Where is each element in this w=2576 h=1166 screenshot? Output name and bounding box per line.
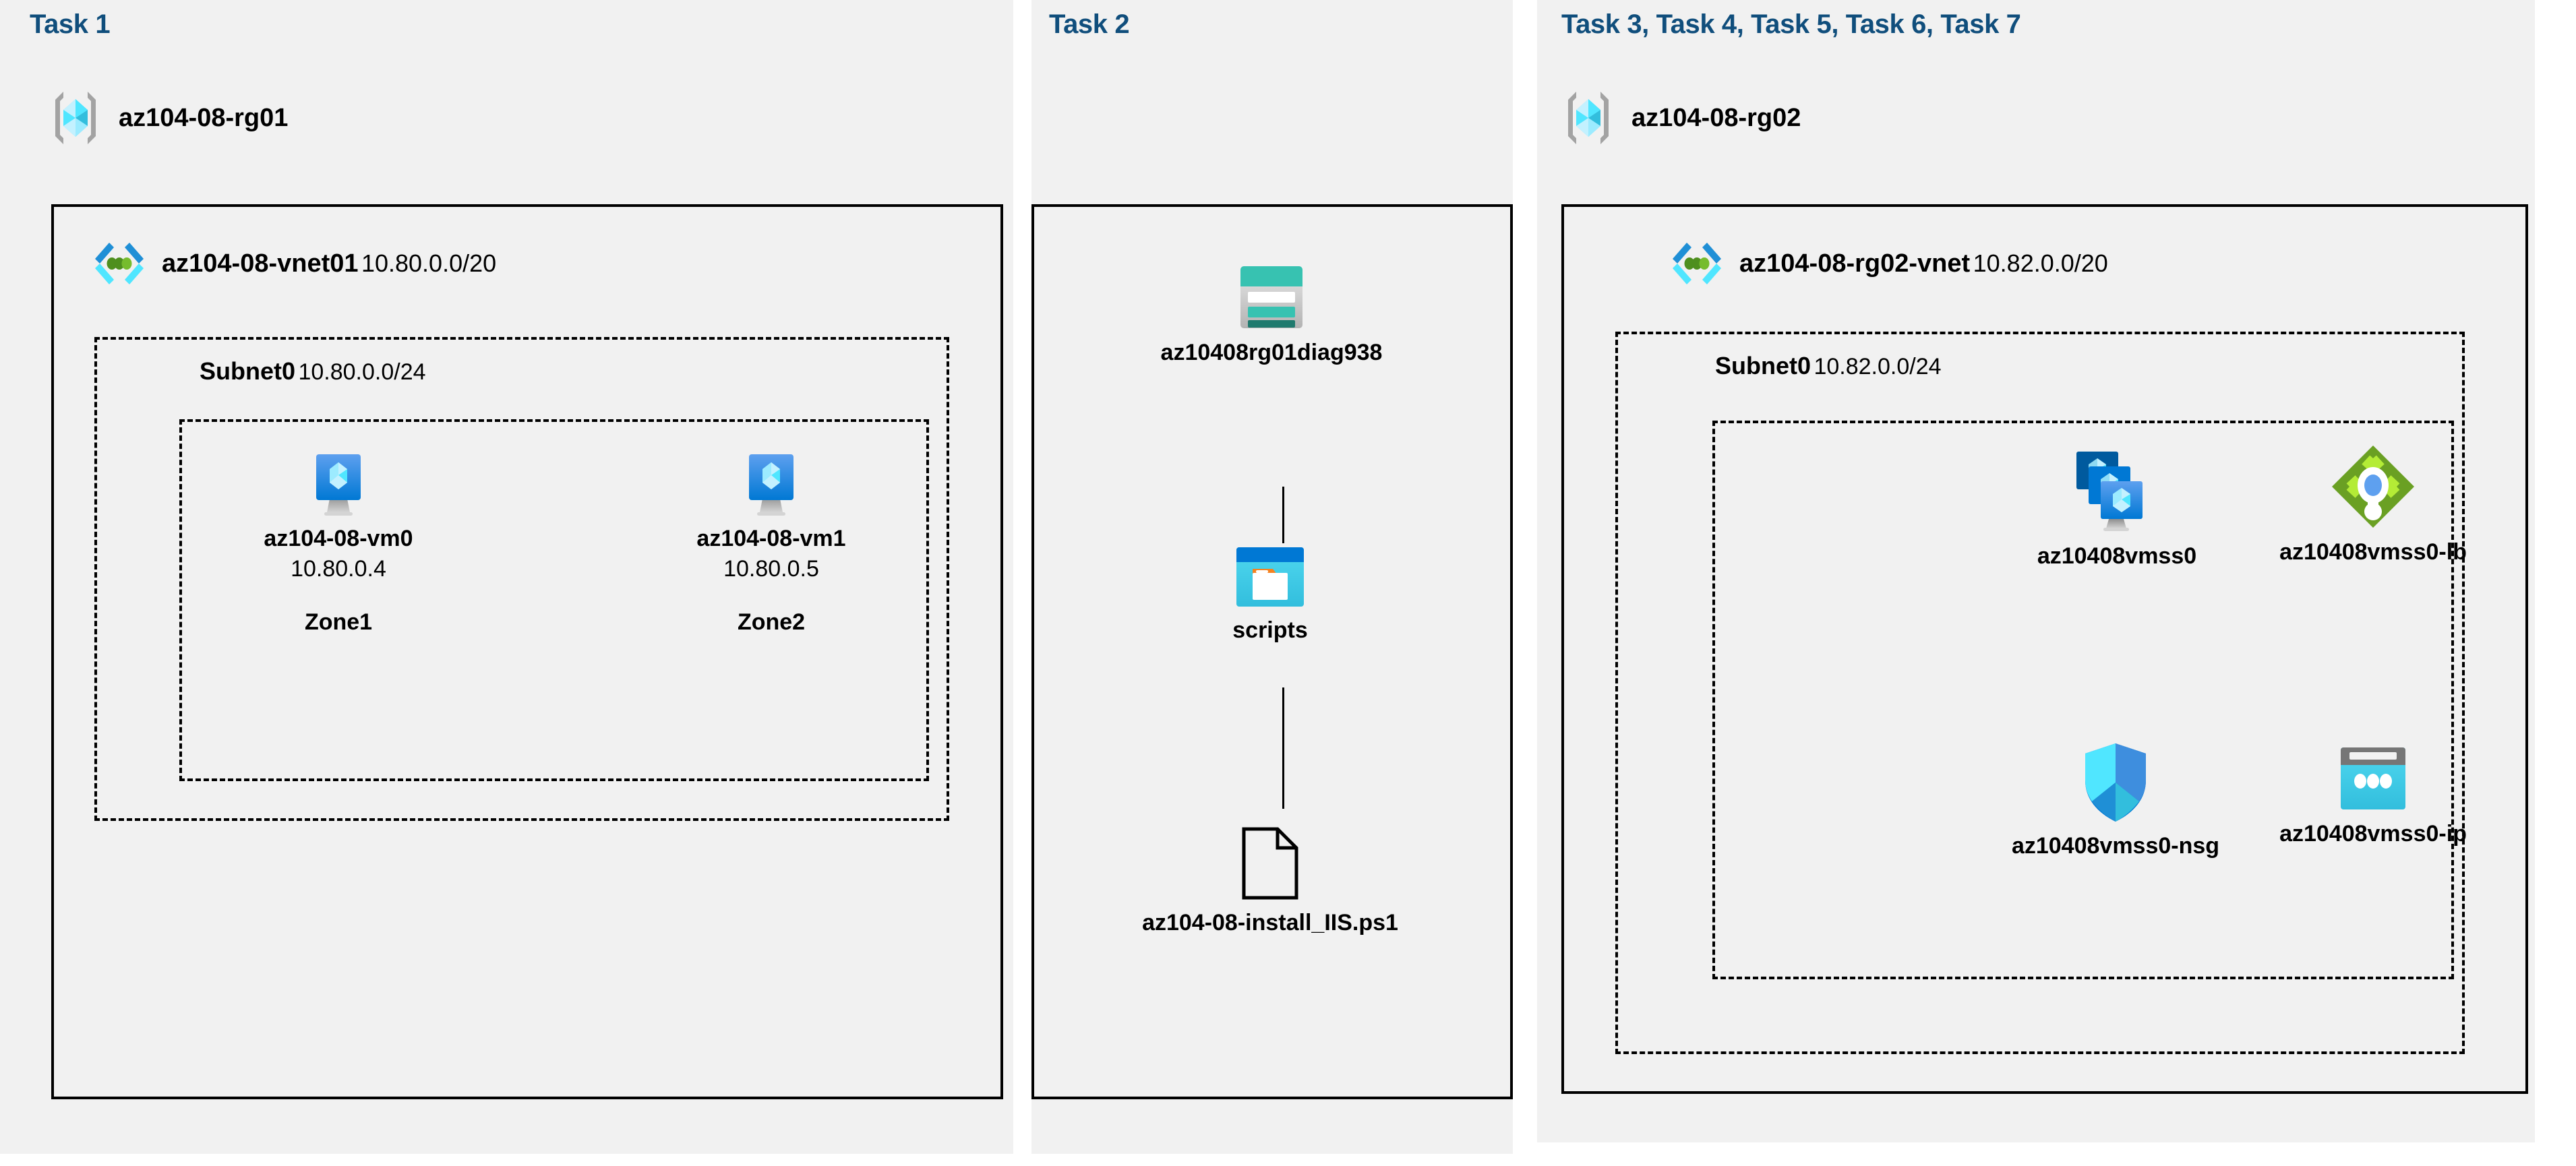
- public-ip-address-icon: [2338, 745, 2408, 811]
- virtual-machine-icon: [740, 453, 802, 516]
- vm-scale-set-node[interactable]: az10408vmss0: [1989, 449, 2245, 570]
- blob-container-node[interactable]: scripts: [1156, 546, 1385, 644]
- connector-storage-to-container: [1282, 487, 1284, 543]
- rg02-subnet0-name: Subnet0: [1715, 352, 1811, 379]
- virtual-machine-icon: [307, 453, 369, 516]
- blob-container-icon: [1235, 546, 1305, 608]
- rg02-subnet0-header: Subnet0 10.82.0.0/24: [1715, 352, 1942, 380]
- vm-ip: 10.80.0.4: [291, 556, 386, 582]
- virtual-network-icon: [1669, 241, 1725, 286]
- rg02-vnet-header: az104-08-rg02-vnet 10.82.0.0/20: [1669, 241, 2108, 286]
- resource-group-label: az104-08-rg02: [1631, 103, 1801, 132]
- task2-header: Task 2: [1049, 9, 1130, 39]
- vnet01-name: az104-08-vnet01: [162, 249, 359, 278]
- vm-node-az104-08-vm0[interactable]: az104-08-vm0 10.80.0.4 Zone1: [258, 453, 419, 636]
- rg02-subnet0-cidr: 10.82.0.0/24: [1814, 354, 1942, 379]
- rg02-vnet-name: az104-08-rg02-vnet: [1739, 249, 1971, 278]
- availability-zones-boundary: [179, 419, 929, 781]
- storage-account-icon: [1238, 264, 1305, 330]
- task1-header: Task 1: [30, 9, 111, 39]
- vm-name: az104-08-vm0: [264, 526, 413, 551]
- script-file-label: az104-08-install_IIS.ps1: [1142, 910, 1398, 935]
- vm-zone: Zone1: [304, 609, 373, 635]
- network-security-group-node[interactable]: az10408vmss0-nsg: [1974, 741, 2257, 859]
- network-security-group-label: az10408vmss0-nsg: [2011, 833, 2220, 859]
- subnet0-name: Subnet0: [200, 357, 296, 385]
- rg02-vnet-boundary: [1561, 204, 2528, 1094]
- subnet0-boundary: [94, 337, 949, 821]
- virtual-network-icon: [92, 241, 147, 286]
- script-file-node[interactable]: az104-08-install_IIS.ps1: [1075, 826, 1466, 936]
- load-balancer-icon: [2329, 443, 2417, 530]
- file-icon: [1238, 826, 1302, 900]
- vm-node-az104-08-vm1[interactable]: az104-08-vm1 10.80.0.5 Zone2: [690, 453, 852, 636]
- vm-ip: 10.80.0.5: [723, 556, 819, 582]
- resource-group-rg01: az104-08-rg01: [49, 89, 288, 147]
- vm-scale-set-label: az10408vmss0: [2037, 543, 2197, 569]
- resource-group-icon: [49, 89, 102, 147]
- connector-container-to-file: [1282, 687, 1284, 809]
- public-ip-address-node[interactable]: az10408vmss0-ip: [2245, 745, 2501, 847]
- subnet0-header: Subnet0 10.80.0.0/24: [200, 357, 426, 386]
- rg02-subnet0-boundary: [1615, 332, 2465, 1054]
- task37-header: Task 3, Task 4, Task 5, Task 6, Task 7: [1561, 9, 2021, 39]
- vm-name: az104-08-vm1: [696, 526, 846, 551]
- vnet01-cidr: 10.80.0.0/20: [361, 249, 497, 277]
- resource-group-rg02: az104-08-rg02: [1561, 89, 1801, 147]
- resource-group-icon: [1561, 89, 1615, 147]
- storage-account-node[interactable]: az10408rg01diag938: [1110, 264, 1433, 366]
- storage-account-label: az10408rg01diag938: [1160, 340, 1383, 365]
- load-balancer-label: az10408vmss0-lb: [2279, 539, 2467, 565]
- vm-zone: Zone2: [737, 609, 806, 635]
- load-balancer-node[interactable]: az10408vmss0-lb: [2245, 443, 2501, 565]
- blob-container-label: scripts: [1232, 617, 1308, 643]
- resource-group-label: az104-08-rg01: [119, 103, 289, 132]
- rg02-vnet-cidr: 10.82.0.0/20: [1973, 249, 2108, 277]
- task2-boundary: [1031, 204, 1513, 1099]
- public-ip-address-label: az10408vmss0-ip: [2279, 821, 2467, 847]
- subnet0-cidr: 10.80.0.0/24: [298, 359, 426, 385]
- vm-scale-set-icon: [2072, 449, 2161, 534]
- task37-panel: Task 3, Task 4, Task 5, Task 6, Task 7 a…: [1537, 0, 2535, 1142]
- vnet01-boundary: [51, 204, 1003, 1099]
- network-security-group-icon: [2081, 741, 2150, 824]
- task1-panel: Task 1 az104-08-rg01: [0, 0, 1013, 1154]
- vnet01-header: az104-08-vnet01 10.80.0.0/20: [92, 241, 496, 286]
- rg02-resources-boundary: [1712, 421, 2454, 979]
